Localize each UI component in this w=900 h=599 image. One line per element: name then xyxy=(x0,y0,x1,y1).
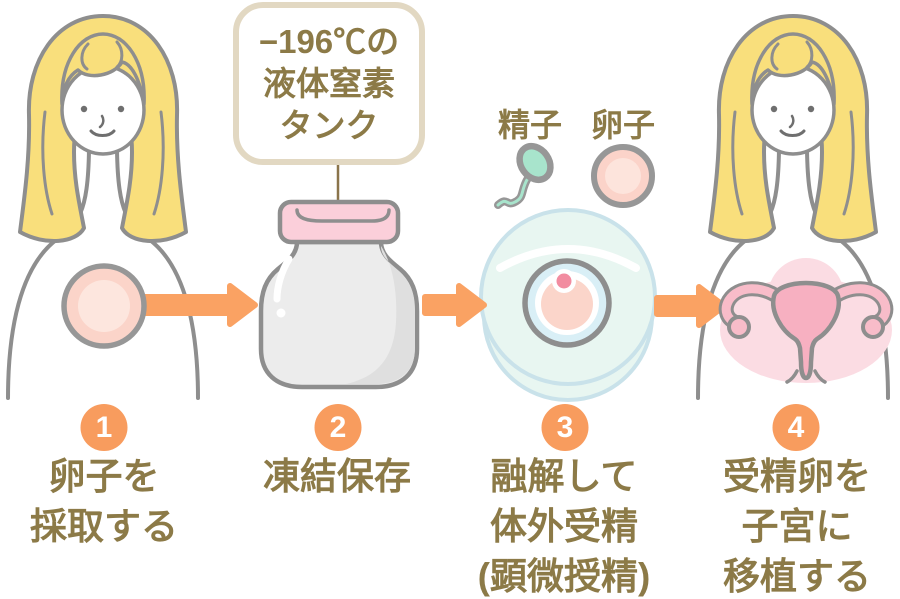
uterus-icon xyxy=(718,258,894,384)
step1-caption: 卵子を 採取する xyxy=(30,452,178,552)
caption-line: 子宮に xyxy=(741,506,853,547)
callout-line: −196℃の xyxy=(258,22,400,60)
ovum-icon xyxy=(591,144,655,208)
arrow-step3-to-step4-icon xyxy=(654,284,727,328)
step3-number-badge: 3 xyxy=(541,404,589,451)
caption-line: 凍結保存 xyxy=(263,456,411,497)
arrow-step2-to-step3-icon xyxy=(422,283,487,327)
step4-number-badge: 4 xyxy=(772,404,820,451)
caption-line: 受精卵を xyxy=(723,456,871,497)
callout-line: タンク xyxy=(279,106,379,144)
petri-dish-icon xyxy=(479,208,657,402)
caption-line: 卵子を xyxy=(48,456,160,497)
step1-number-badge: 1 xyxy=(80,404,128,451)
sperm-icon xyxy=(494,142,554,209)
caption-line: 体外受精 xyxy=(490,506,638,547)
egg-on-body-icon xyxy=(61,263,147,349)
step3-caption: 融解して 体外受精 (顕微授精) xyxy=(478,452,651,599)
ovum-label: 卵子 xyxy=(590,107,656,143)
caption-line: 採取する xyxy=(30,506,178,547)
step4-caption: 受精卵を 子宮に 移植する xyxy=(723,452,871,599)
caption-line: 移植する xyxy=(723,556,871,597)
liquid-nitrogen-tank-callout: −196℃の 液体窒素 タンク xyxy=(233,2,425,165)
arrow-step1-to-step2-icon xyxy=(138,283,258,327)
step2-caption: 凍結保存 xyxy=(263,452,411,502)
sperm-label: 精子 xyxy=(497,107,563,143)
callout-line: 液体窒素 xyxy=(263,64,395,102)
caption-line: (顕微授精) xyxy=(477,556,651,597)
step2-number-badge: 2 xyxy=(314,404,362,451)
caption-line: 融解して xyxy=(490,456,638,497)
liquid-nitrogen-tank-icon xyxy=(258,199,420,390)
fertilized-egg-icon xyxy=(522,258,612,348)
